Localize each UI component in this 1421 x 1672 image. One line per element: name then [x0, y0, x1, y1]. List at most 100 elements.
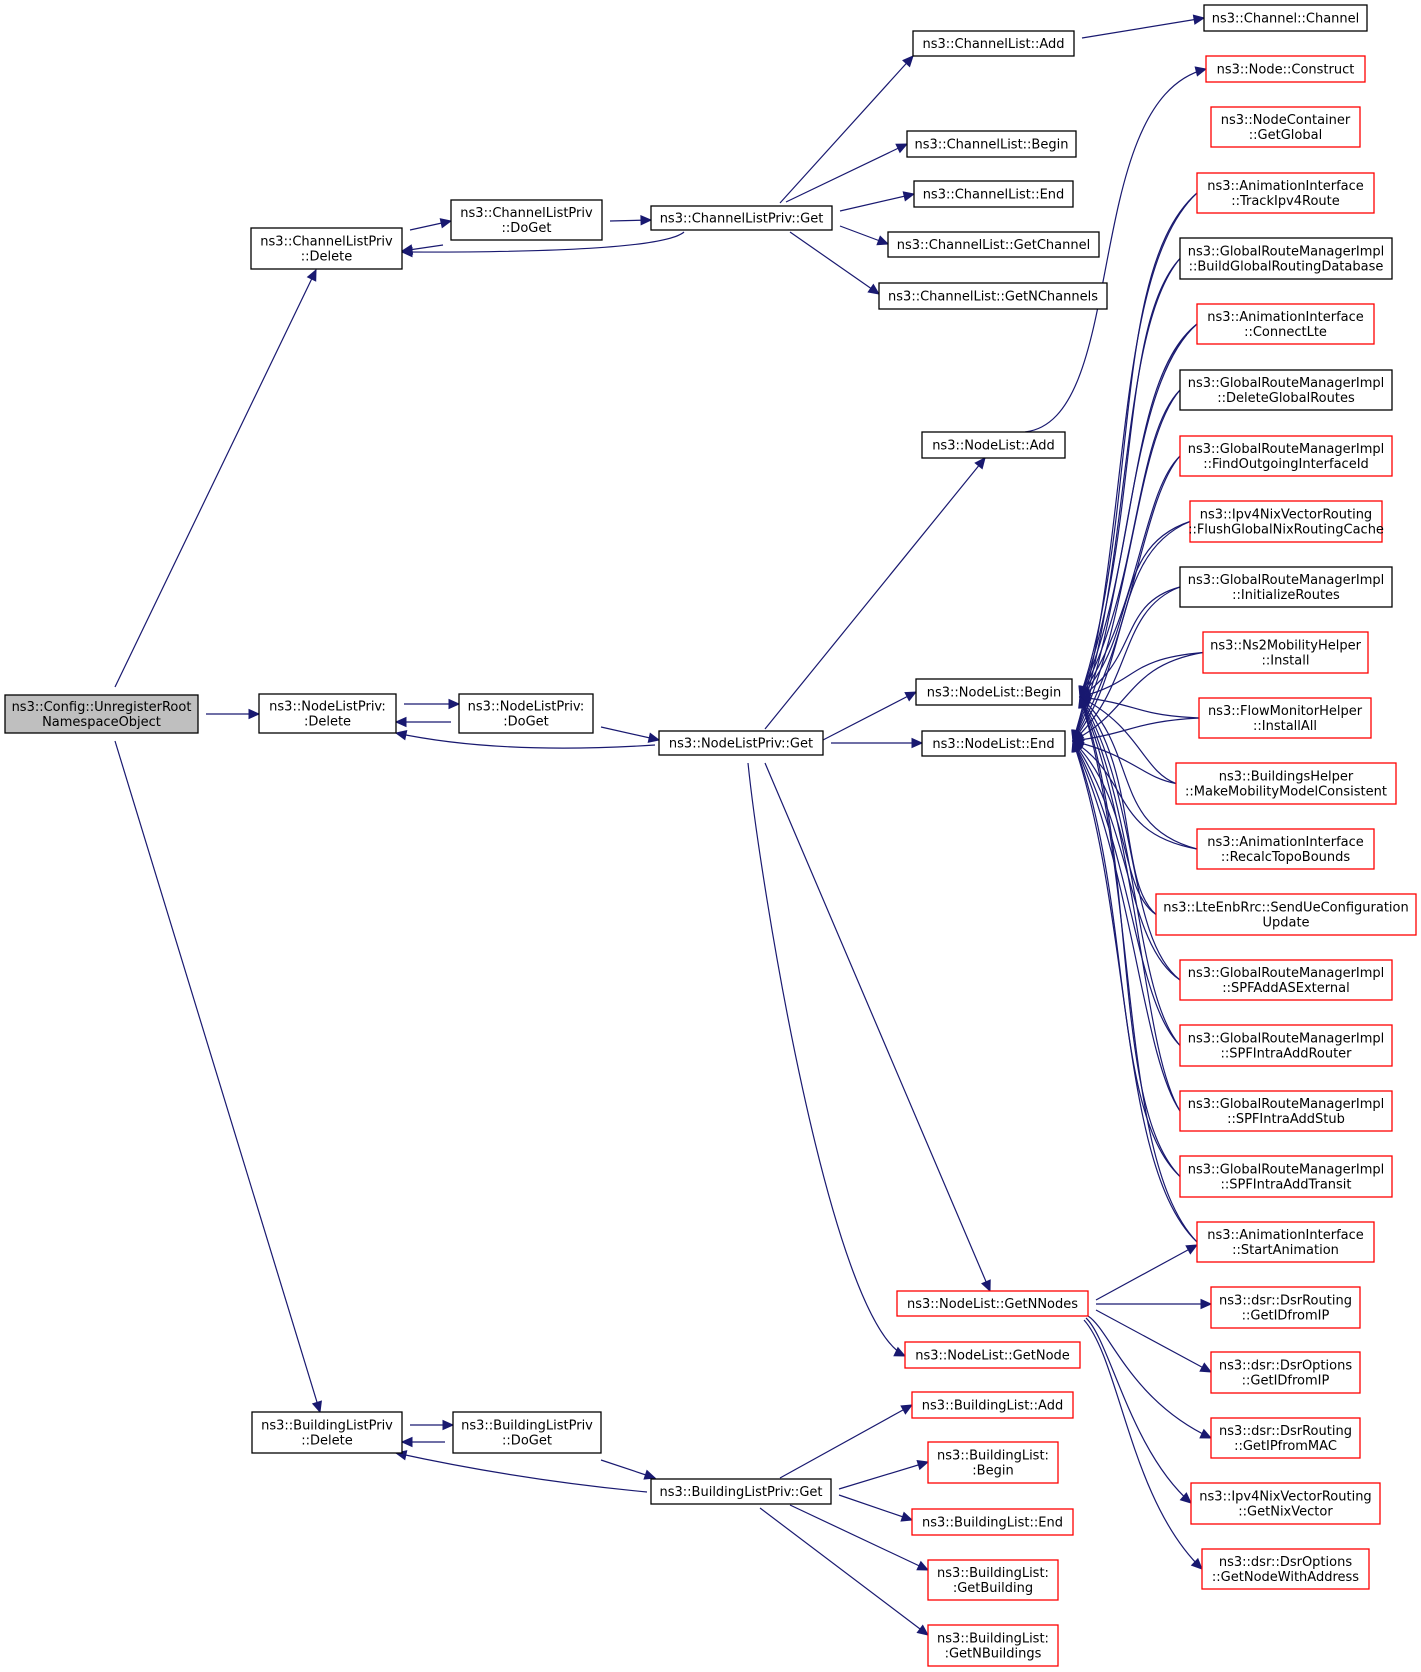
node-cl-getchannel[interactable]: ns3::ChannelList::GetChannel — [887, 231, 1100, 258]
node-nl-end[interactable]: ns3::NodeList::End — [921, 730, 1066, 757]
node-grm-spftransit[interactable]: ns3::GlobalRouteManagerImpl::SPFIntraAdd… — [1179, 1155, 1393, 1198]
node-nix-getnix[interactable]: ns3::Ipv4NixVectorRouting::GetNixVector — [1190, 1482, 1381, 1525]
node-bl-end[interactable]: ns3::BuildingList::End — [911, 1508, 1074, 1536]
node-ai-recalc[interactable]: ns3::AnimationInterface::RecalcTopoBound… — [1196, 828, 1375, 870]
e-channel-cladd-arrow — [1192, 14, 1206, 25]
node-box — [1179, 566, 1393, 608]
e-grm_findout-nlend — [1072, 455, 1181, 742]
node-label: ::Install — [1262, 654, 1310, 669]
e-clend-clpget — [839, 193, 915, 212]
node-nl-add[interactable]: ns3::NodeList::Add — [921, 431, 1066, 459]
node-dsro-getnode[interactable]: ns3::dsr::DsrOptions::GetNodeWithAddress — [1201, 1548, 1370, 1590]
node-label: ns3::dsr::DsrOptions — [1219, 1555, 1352, 1570]
node-label: ns3::GlobalRouteManagerImpl — [1188, 442, 1385, 457]
node-nl-getnnodes[interactable]: ns3::NodeList::GetNNodes — [896, 1290, 1089, 1317]
node-box — [452, 1411, 602, 1454]
node-label: ns3::ChannelList::End — [923, 188, 1065, 203]
node-grm-init[interactable]: ns3::GlobalRouteManagerImpl::InitializeR… — [1179, 566, 1393, 608]
e-blpdel-root — [114, 740, 321, 1413]
node-blp-get[interactable]: ns3::BuildingListPriv::Get — [650, 1478, 832, 1505]
node-clp-doget[interactable]: ns3::ChannelListPriv::DoGet — [450, 199, 603, 241]
node-nl-getnode[interactable]: ns3::NodeList::GetNode — [904, 1341, 1081, 1369]
node-label: ns3::GlobalRouteManagerImpl — [1188, 1097, 1385, 1112]
node-ai-startanim[interactable]: ns3::AnimationInterface::StartAnimation — [1196, 1221, 1375, 1263]
node-grm-spfstub[interactable]: ns3::GlobalRouteManagerImpl::SPFIntraAdd… — [1179, 1090, 1393, 1132]
e-nlpget-nlpdel-arrow — [394, 730, 408, 741]
node-label: :Begin — [972, 1464, 1013, 1479]
e-grm_spfrouter-nlbegin — [1079, 696, 1181, 1046]
node-label: ns3::AnimationInterface — [1207, 1228, 1364, 1243]
node-label: ns3::ChannelListPriv::Get — [660, 212, 824, 227]
node-nlp-delete[interactable]: ns3::NodeListPriv::Delete — [258, 693, 397, 734]
node-label: ns3::BuildingList: — [937, 1449, 1049, 1464]
node-dsr-getipfrommac[interactable]: ns3::dsr::DsrRouting::GetIPfromMAC — [1210, 1417, 1361, 1459]
node-label: ns3::NodeList::End — [932, 737, 1054, 752]
node-cl-begin[interactable]: ns3::ChannelList::Begin — [906, 130, 1077, 158]
node-box — [1179, 237, 1393, 280]
node-clp-get[interactable]: ns3::ChannelListPriv::Get — [650, 205, 833, 231]
node-label: ns3::BuildingList: — [937, 1566, 1049, 1581]
node-nl-begin[interactable]: ns3::NodeList::Begin — [915, 678, 1073, 706]
node-box — [251, 1411, 403, 1454]
node-box — [915, 678, 1073, 706]
node-box — [450, 199, 603, 241]
e-dsr1-getnnodes-arrow — [1200, 1298, 1213, 1310]
e-bh_make-nlbegin — [1079, 696, 1177, 785]
node-dsr-getidfromip[interactable]: ns3::dsr::DsrRouting::GetIDfromIP — [1210, 1286, 1361, 1329]
e-lte_send-nlend — [1072, 740, 1157, 915]
node-grm-spfaddas[interactable]: ns3::GlobalRouteManagerImpl::SPFAddASExt… — [1179, 959, 1393, 1001]
node-bh-make[interactable]: ns3::BuildingsHelper::MakeMobilityModelC… — [1175, 762, 1397, 805]
node-box — [1190, 1482, 1381, 1525]
node-bl-getn[interactable]: ns3::BuildingList::GetNBuildings — [927, 1624, 1059, 1667]
e-blgetn-blpget-arrow — [916, 1624, 929, 1636]
e-fm_installall-nlbegin — [1079, 696, 1200, 719]
node-nlp-get[interactable]: ns3::NodeListPriv::Get — [658, 730, 824, 756]
node-label: ns3::BuildingListPriv::Get — [660, 1485, 823, 1500]
node-nc-getglobal[interactable]: ns3::NodeContainer::GetGlobal — [1210, 106, 1361, 148]
e-nix2-getnnodes — [1085, 1317, 1192, 1504]
node-grm-build[interactable]: ns3::GlobalRouteManagerImpl::BuildGlobal… — [1179, 237, 1393, 280]
node-bl-begin[interactable]: ns3::BuildingList::Begin — [927, 1441, 1059, 1484]
e-bladd-blpget — [779, 1404, 913, 1479]
e-blpdel-blpdoget-arrow — [400, 1436, 413, 1448]
e-lte_send-nlbegin — [1079, 696, 1157, 915]
node-bl-getbuilding[interactable]: ns3::BuildingList::GetBuilding — [927, 1559, 1059, 1601]
node-grm-delete[interactable]: ns3::GlobalRouteManagerImpl::DeleteGloba… — [1179, 369, 1393, 411]
node-channel[interactable]: ns3::Channel::Channel — [1203, 4, 1368, 32]
node-lte-send[interactable]: ns3::LteEnbRrc::SendUeConfigurationUpdat… — [1155, 893, 1417, 936]
node-cl-add[interactable]: ns3::ChannelList::Add — [912, 30, 1075, 57]
e-clgetn-clpget — [789, 231, 880, 295]
node-label: ns3::GlobalRouteManagerImpl — [1188, 966, 1385, 981]
node-cl-end[interactable]: ns3::ChannelList::End — [913, 180, 1074, 208]
node-box — [1196, 172, 1375, 214]
node-box — [650, 1478, 832, 1505]
node-clp-delete[interactable]: ns3::ChannelListPriv::Delete — [250, 227, 403, 270]
node-blp-delete[interactable]: ns3::BuildingListPriv::Delete — [251, 1411, 403, 1454]
node-grm-findout[interactable]: ns3::GlobalRouteManagerImpl::FindOutgoin… — [1179, 435, 1393, 477]
node-ai-trackipv4[interactable]: ns3::AnimationInterface::TrackIpv4Route — [1196, 172, 1375, 214]
node-cl-getn[interactable]: ns3::ChannelList::GetNChannels — [878, 282, 1108, 310]
node-grm-spfrouter[interactable]: ns3::GlobalRouteManagerImpl::SPFIntraAdd… — [1179, 1024, 1393, 1067]
node-label: ::Delete — [301, 1434, 352, 1449]
node-ai-connectlte[interactable]: ns3::AnimationInterface::ConnectLte — [1196, 303, 1375, 345]
node-node-construct[interactable]: ns3::Node::Construct — [1205, 55, 1366, 83]
node-box — [896, 1290, 1089, 1317]
node-label: ::InstallAll — [1253, 719, 1317, 734]
node-box — [1179, 1155, 1393, 1198]
node-label: ns3::BuildingListPriv — [261, 1419, 393, 1434]
node-bl-add[interactable]: ns3::BuildingList::Add — [911, 1391, 1074, 1419]
node-fm-installall[interactable]: ns3::FlowMonitorHelper::InstallAll — [1198, 697, 1372, 739]
e-grm_spfrouter-nlend — [1072, 740, 1181, 1046]
e-blpdel-root-arrow — [311, 1400, 322, 1414]
node-nix-flush[interactable]: ns3::Ipv4NixVectorRouting::FlushGlobalNi… — [1188, 500, 1384, 543]
node-root[interactable]: ns3::Config::UnregisterRootNamespaceObje… — [4, 694, 199, 734]
node-label: ::GetIDfromIP — [1242, 1309, 1330, 1324]
node-label: ns3::BuildingList: — [937, 1632, 1049, 1647]
node-box — [921, 431, 1066, 459]
node-ns2-install[interactable]: ns3::Ns2MobilityHelper::Install — [1202, 631, 1369, 674]
e-aistart-getnnodes-arrow — [1185, 1244, 1199, 1255]
node-box — [1175, 762, 1397, 805]
node-nlp-doget[interactable]: ns3::NodeListPriv::DoGet — [458, 693, 594, 734]
node-dsro-getidfromip[interactable]: ns3::dsr::DsrOptions::GetIDfromIP — [1210, 1351, 1361, 1394]
node-blp-doget[interactable]: ns3::BuildingListPriv::DoGet — [452, 1411, 602, 1454]
